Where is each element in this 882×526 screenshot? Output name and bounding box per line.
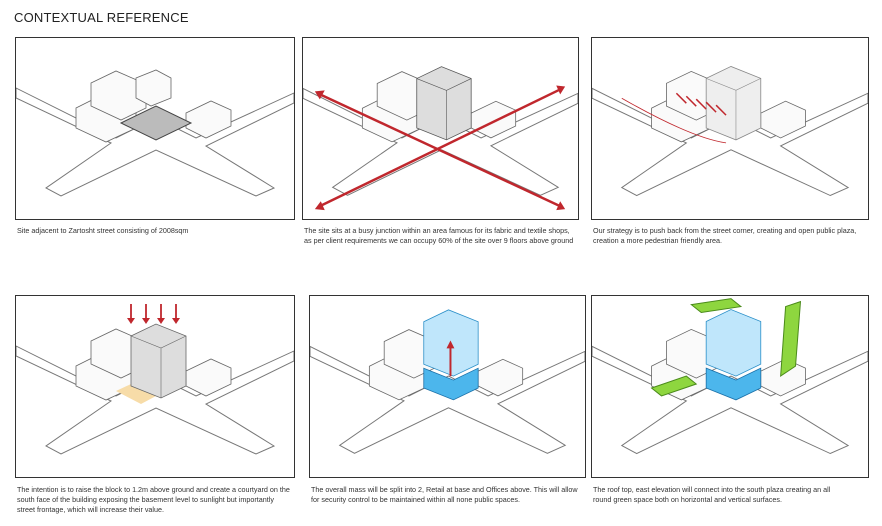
arrow-line: [695, 98, 707, 110]
green-roof: [690, 298, 743, 314]
caption-pushback: Our strategy is to push back from the st…: [593, 226, 857, 245]
building-mass: [416, 66, 472, 141]
site-plot: [119, 105, 193, 141]
building-mass: [705, 66, 762, 141]
page-title: CONTEXTUAL REFERENCE: [14, 10, 189, 25]
caption-raise: The intention is to raise the block to 1…: [17, 485, 290, 514]
caption-junction: The site sits at a busy junction within …: [304, 226, 574, 245]
caption-split: The overall mass will be split into 2, R…: [311, 485, 578, 504]
retail-mass: [705, 367, 762, 401]
arrow-line: [675, 92, 687, 104]
pushback-sketch: [592, 66, 868, 197]
neighbouring-buildings: [75, 69, 232, 143]
office-mass: [705, 309, 762, 377]
courtyard: [116, 384, 156, 404]
caption-site: Site adjacent to Zartosht street consist…: [17, 226, 189, 235]
green-facade: [780, 300, 802, 378]
raise-sketch: [16, 304, 294, 455]
arrow-line: [705, 101, 717, 113]
diagram-panel-raise: [15, 295, 295, 478]
junction-sketch: [303, 66, 578, 211]
pedestrian-route: [621, 97, 727, 144]
caption-green: The roof top, east elevation will connec…: [593, 485, 831, 504]
arrow-line: [317, 92, 563, 209]
diagram-panel-pushback: [591, 37, 869, 220]
green-plaza: [650, 375, 698, 397]
diagram-panel-split: [309, 295, 586, 478]
diagram-panel-green: [591, 295, 869, 478]
retail-mass: [423, 367, 479, 401]
arrow-line: [685, 95, 697, 107]
arrow-line: [317, 87, 563, 209]
diagram-panel-junction: [302, 37, 579, 220]
green-sketch: [592, 298, 868, 455]
arrowhead: [446, 340, 455, 349]
arrow-line: [715, 104, 727, 116]
building-mass: [130, 323, 187, 399]
site-sketch: [16, 69, 294, 197]
split-sketch: [310, 309, 585, 454]
diagram-panel-site: [15, 37, 295, 220]
